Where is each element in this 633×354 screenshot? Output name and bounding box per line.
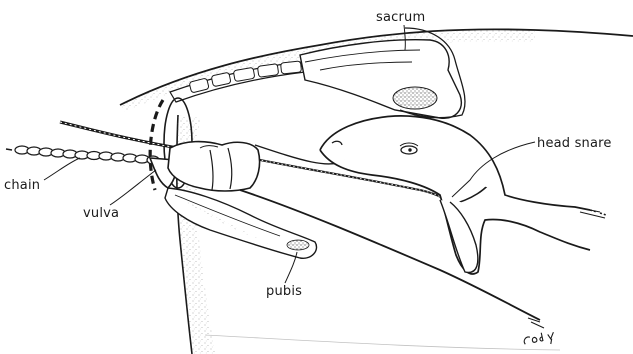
obstetric-chain bbox=[6, 146, 159, 164]
label-head-snare: head snare bbox=[537, 137, 612, 150]
label-chain: chain bbox=[4, 179, 40, 192]
label-sacrum: sacrum bbox=[376, 11, 425, 24]
label-pubis: pubis bbox=[266, 285, 302, 298]
label-vulva: vulva bbox=[83, 207, 119, 220]
artist-signature bbox=[518, 326, 572, 346]
